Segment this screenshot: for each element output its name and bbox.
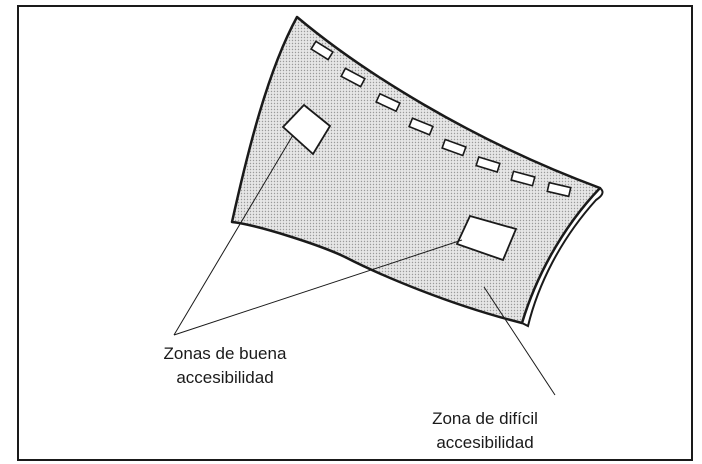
slot (375, 92, 401, 113)
slot (475, 155, 501, 174)
leader-line-good-left (173, 134, 294, 336)
slot (340, 67, 366, 88)
good-access-window-left (281, 103, 332, 156)
good-access-window-right (455, 214, 518, 262)
slot-row (310, 40, 572, 198)
difficult-access-label: Zona de difícil accesibilidad (395, 407, 575, 455)
slot (441, 138, 467, 157)
panel-edge-thickness (521, 187, 604, 328)
good-access-label-line2: accesibilidad (176, 368, 274, 387)
good-access-label-line1: Zonas de buena (163, 344, 287, 363)
difficult-access-label-line2: accesibilidad (436, 433, 534, 452)
leader-line-good-right (173, 239, 463, 336)
slot (310, 40, 334, 61)
slot (546, 181, 572, 198)
good-access-label: Zonas de buena accesibilidad (125, 342, 325, 390)
slot (408, 117, 434, 136)
slot (510, 170, 536, 187)
leader-line-difficult (483, 286, 556, 396)
figure-frame (17, 5, 693, 461)
difficult-access-label-line1: Zona de difícil (432, 409, 538, 428)
leader-lines (173, 134, 556, 396)
